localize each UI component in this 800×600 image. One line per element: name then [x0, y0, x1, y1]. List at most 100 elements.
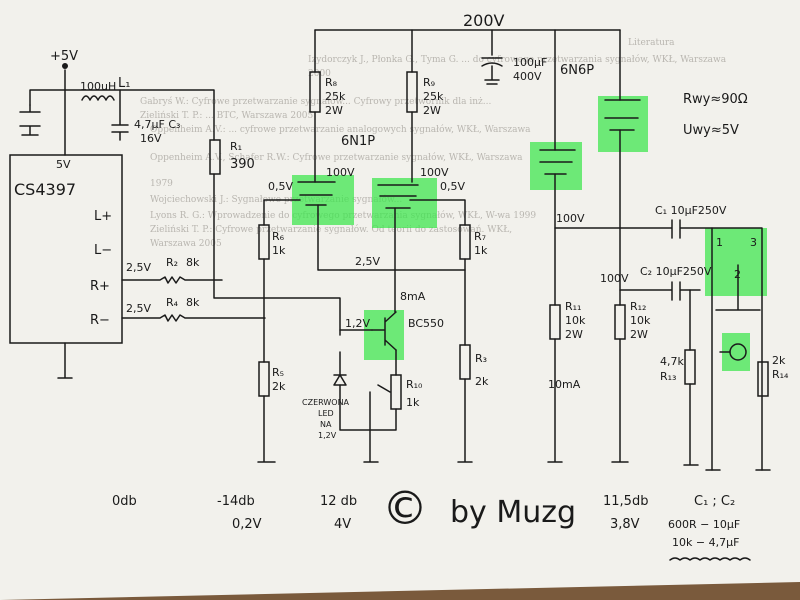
label-2-5v-rplus: 2,5V: [126, 261, 151, 274]
capacitor-c3: [111, 89, 129, 141]
label-r2-value: 8k: [186, 256, 200, 269]
label-r13-value: 4,7k: [660, 355, 684, 368]
label-r6: R₆: [272, 230, 285, 243]
selector-wiper: [715, 264, 761, 311]
signature-by-muzg: by Muzg: [450, 495, 576, 530]
label-r6-value: 1k: [272, 244, 286, 257]
label-l1-value: 100uH: [80, 80, 116, 93]
top-capacitor: [481, 57, 503, 85]
output-section: [554, 219, 771, 471]
label-4v: 4V: [334, 517, 351, 532]
label-8ma: 8mA: [400, 290, 426, 303]
capacitor-c1-line: [554, 219, 713, 239]
r13-ground: [683, 383, 699, 466]
ghost-line: Literatura: [628, 38, 675, 48]
label-0db: 0db: [112, 494, 137, 509]
label-c2: C₂ 10μF250V: [640, 265, 712, 278]
ghost-line: 1979: [150, 179, 173, 189]
resistor-r14: [757, 361, 769, 397]
label-2-5v-rminus: 2,5V: [126, 302, 151, 315]
label-led-na: NA: [320, 420, 332, 429]
ghost-line: Oppenheim A.V.: ... cyfrowe przetwarzani…: [150, 124, 531, 135]
label-pin-3: 3: [750, 236, 757, 249]
highlight-output-switch: [705, 228, 767, 296]
label-l1: L₁: [118, 76, 130, 91]
label-pin-2: 2: [734, 268, 741, 281]
capacitor-c2-line: [619, 281, 701, 301]
label-12db: 12 db: [320, 494, 357, 509]
chip-supply-ground: [57, 89, 73, 379]
label-c1-c2: C₁ ; C₂: [694, 494, 735, 509]
label-r12: R₁₂: [630, 300, 646, 313]
grid-left: [263, 199, 301, 226]
ghost-line: Zieliński T. P.: ... BTC, Warszawa 2005: [140, 110, 314, 121]
label-0-5v-right: 0,5V: [440, 180, 465, 193]
label-pin-rminus: R−: [90, 313, 110, 328]
label-r5: R₅: [272, 366, 284, 379]
label-r1-value: 390: [230, 157, 255, 172]
highlight-6n6p-left: [530, 142, 582, 190]
label-output-impedance: Rwy≈90Ω: [683, 92, 748, 107]
label-minus-14db: -14db: [217, 494, 255, 509]
label-1-2v-base: 1,2V: [345, 317, 370, 330]
resistor-r4-line: [121, 314, 266, 322]
current-source: [333, 269, 402, 463]
label-100v-left: 100V: [326, 166, 355, 179]
marker-highlights: [292, 96, 767, 371]
label-cap-note-2: 10k − 4,7μF: [672, 536, 739, 549]
label-r8: R₈: [325, 76, 338, 89]
label-pin-lminus: L−: [94, 243, 112, 258]
label-0-5v-left: 0,5V: [268, 180, 293, 193]
label-output-voltage: Uwy≈5V: [683, 123, 739, 138]
ghost-line: Izydorczyk J., Płonka G., Tyma G. ... do…: [308, 54, 727, 65]
label-r8-value: 25k: [325, 90, 346, 103]
label-r9-watts: 2W: [423, 104, 441, 117]
triode-right: [377, 184, 419, 209]
inductor-l1: [81, 95, 115, 101]
label-r13: R₁₃: [660, 370, 676, 383]
highlight-6n6p-right: [598, 96, 648, 152]
r10-wiper-ground: [339, 384, 397, 463]
ghost-line: Gabryś W.: Cyfrowe przetwarzanie sygnałó…: [140, 96, 491, 107]
grounds-mid: [257, 378, 473, 463]
6n1p-stage: [257, 71, 473, 463]
grid-right: [409, 199, 466, 226]
label-r11-watts: 2W: [565, 328, 583, 341]
highlight-tube-right: [372, 178, 437, 228]
label-led-voltage: 1,2V: [318, 431, 337, 440]
label-bc550: BC550: [408, 317, 444, 330]
label-r7: R₇: [474, 230, 486, 243]
ghost-line: Warszawa 2005: [150, 239, 222, 249]
6n6p-stage: [539, 99, 641, 463]
label-c3-voltage: 16V: [140, 132, 162, 145]
triode-left: [297, 181, 336, 206]
label-cap-voltage: 400V: [513, 70, 542, 83]
label-r14: R₁₄: [772, 368, 789, 381]
5v-line: [29, 89, 215, 141]
resistor-r2-line: [121, 276, 223, 284]
label-cap-value: 100μF: [513, 56, 547, 69]
capacitor-symbol: [481, 57, 503, 85]
label-r9: R₉: [423, 76, 435, 89]
label-100v-r12: 100V: [600, 272, 629, 285]
label-led: LED: [318, 409, 334, 418]
label-2-5v-grid: 2,5V: [355, 255, 380, 268]
selector-switch-frame: [711, 227, 763, 471]
label-r4-value: 8k: [186, 296, 200, 309]
grid-drops: [263, 258, 466, 363]
label-0-2v: 0,2V: [232, 517, 262, 532]
left-section: [9, 89, 341, 379]
label-cap-note-1: 600R − 10μF: [668, 518, 740, 531]
decoupling-cap-left: [19, 104, 41, 136]
label-c3-value: 4,7μF C₃: [134, 118, 180, 131]
label-r12-value: 10k: [630, 314, 651, 327]
label-pin-1: 1: [716, 236, 723, 249]
label-r10-value: 1k: [406, 396, 420, 409]
label-r12-watts: 2W: [630, 328, 648, 341]
label-r1: R₁: [230, 140, 242, 153]
label-11-5db: 11,5db: [603, 494, 648, 509]
ghost-line: Zieliński T. P.: Cyfrowe przetwarzanie s…: [150, 224, 512, 235]
label-r7-value: 1k: [474, 244, 488, 257]
r1-to-led-line: [213, 173, 341, 336]
